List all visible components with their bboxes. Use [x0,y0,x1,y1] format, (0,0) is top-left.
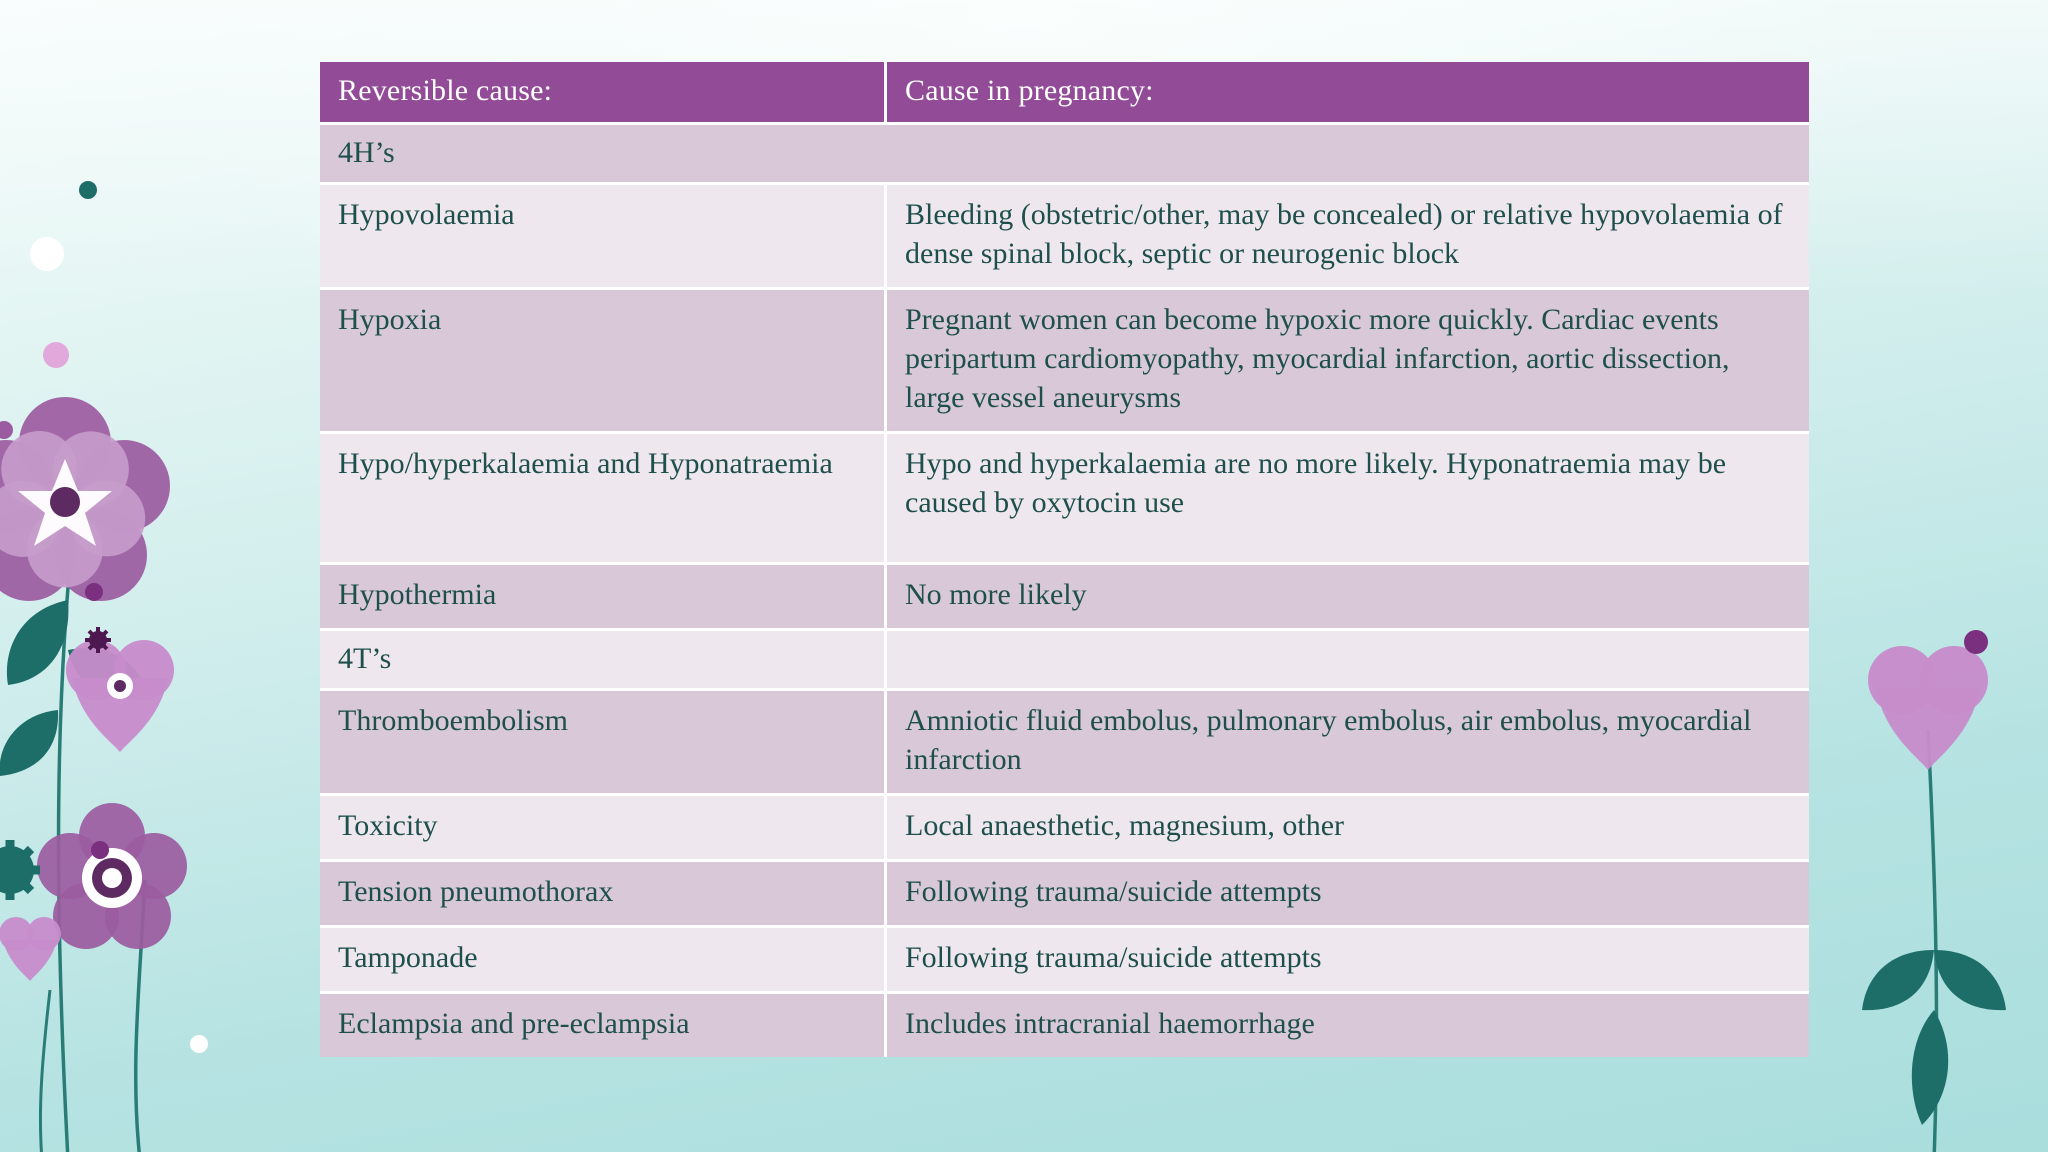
accent-dot [91,841,109,859]
starburst-small [85,627,111,653]
flower-center-star [18,459,112,546]
accent-dot [0,421,13,439]
accent-dot [85,583,103,601]
flower-center-dot [50,487,80,517]
flower-small [0,917,61,981]
section-label: 4H’s [320,122,1809,182]
starburst-dark [0,840,40,900]
cell-reversible-cause: Hypoxia [320,287,887,431]
column-header-cause-in-pregnancy: Cause in pregnancy: [887,62,1809,122]
cell-reversible-cause: Hypo/hyperkalaemia and Hyponatraemia [320,431,887,562]
cell-reversible-cause: Hypovolaemia [320,182,887,287]
flower-stem [56,479,80,1152]
cell-reversible-cause: Thromboembolism [320,688,887,793]
cell-reversible-cause: Tension pneumothorax [320,859,887,925]
accent-dot [43,342,69,368]
cell-cause-in-pregnancy [887,628,1809,688]
flower-lower [37,803,187,949]
sparkle-dot [190,1035,208,1053]
sparkle-dot [30,237,64,271]
flower-medium [66,640,174,752]
flower-petals-inner [0,430,146,588]
table-header-row: Reversible cause: Cause in pregnancy: [320,62,1809,122]
flower-large [0,397,170,601]
flower-stem [38,989,52,1152]
leaf [0,710,59,776]
cell-reversible-cause: Hypothermia [320,562,887,628]
table-header: Reversible cause: Cause in pregnancy: [320,62,1809,122]
cell-cause-in-pregnancy: Hypo and hyperkalaemia are no more likel… [887,431,1809,562]
flower-stem [133,879,147,1152]
leaf [1862,950,1934,1011]
table-container: Reversible cause: Cause in pregnancy: 4H… [320,62,1809,1057]
cell-cause-in-pregnancy: Pregnant women can become hypoxic more q… [887,287,1809,431]
cell-cause-in-pregnancy: Following trauma/suicide attempts [887,859,1809,925]
table-section-row: 4T’s [320,628,1809,688]
cell-reversible-cause: Eclampsia and pre-eclampsia [320,991,887,1057]
table-section-row: 4H’s [320,122,1809,182]
cell-cause-in-pregnancy: Includes intracranial haemorrhage [887,991,1809,1057]
section-label: 4T’s [320,628,887,688]
leaf [6,600,69,685]
leaf [1934,950,2006,1011]
flower-stem [1926,729,1939,1152]
cell-cause-in-pregnancy: Amniotic fluid embolus, pulmonary embolu… [887,688,1809,793]
reversible-causes-table: Reversible cause: Cause in pregnancy: 4H… [320,62,1809,1057]
cell-cause-in-pregnancy: Bleeding (obstetric/other, may be concea… [887,182,1809,287]
flower-right [1868,646,1988,770]
cell-cause-in-pregnancy: No more likely [887,562,1809,628]
leaf [1911,1010,1949,1125]
accent-dot [79,181,97,199]
leaf [68,648,148,698]
cell-reversible-cause: Tamponade [320,925,887,991]
cell-reversible-cause: Toxicity [320,793,887,859]
accent-dot [1964,630,1988,654]
left-flower-decoration [0,181,187,1152]
column-header-reversible-cause: Reversible cause: [320,62,887,122]
flower-petals-outer [0,397,170,601]
cell-cause-in-pregnancy: Local anaesthetic, magnesium, other [887,793,1809,859]
cell-cause-in-pregnancy: Following trauma/suicide attempts [887,925,1809,991]
